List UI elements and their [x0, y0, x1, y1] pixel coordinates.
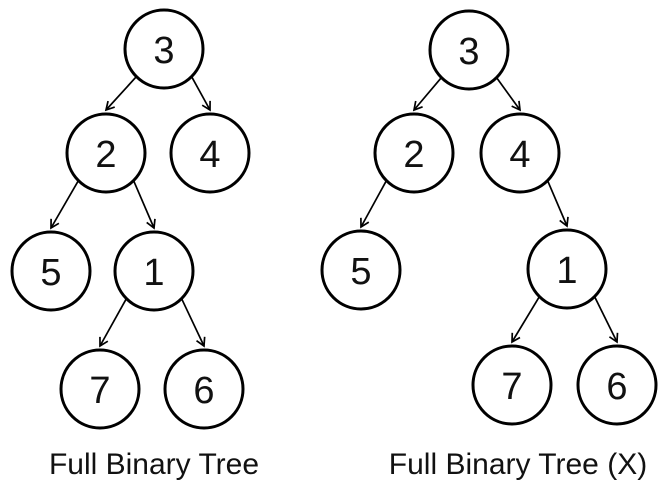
tree-node-value: 7 — [89, 370, 110, 412]
tree-node-circle — [65, 112, 147, 194]
tree-node-value: 6 — [606, 366, 627, 408]
tree-node-circle — [471, 344, 553, 426]
tree-node-circle — [526, 228, 608, 310]
tree-edge-arrow — [180, 298, 206, 348]
tree-edge-arrow — [593, 296, 619, 344]
tree-edge-arrow — [104, 76, 138, 112]
tree-node-circle — [576, 344, 658, 426]
tree-node-value: 6 — [193, 370, 214, 412]
tree-node-circle — [169, 112, 251, 194]
tree-edge-arrow — [546, 180, 569, 228]
tree-node-value: 4 — [199, 134, 220, 176]
tree-edge-arrow — [132, 180, 156, 230]
tree-node-circle — [479, 112, 561, 194]
tree-node-circle — [10, 230, 92, 312]
tree-node-value: 3 — [458, 31, 479, 73]
tree-node-value: 4 — [509, 134, 530, 176]
tree-edge-arrow — [360, 180, 388, 229]
tree-edge-arrow — [50, 180, 80, 230]
tree-node-value: 2 — [403, 134, 424, 176]
tree-edge-arrow — [412, 77, 443, 112]
tree-edge-arrow — [190, 76, 211, 112]
tree-node-value: 3 — [153, 30, 174, 72]
tree-caption: Full Binary Tree (X) — [389, 448, 647, 481]
tree-node-value: 1 — [143, 252, 164, 294]
tree-node-value: 5 — [350, 251, 371, 293]
tree-node-circle — [59, 348, 141, 430]
tree-caption: Full Binary Tree — [49, 448, 259, 481]
tree-node-value: 5 — [40, 252, 61, 294]
tree-edge-arrow — [99, 298, 128, 348]
tree-node-value: 1 — [556, 250, 577, 292]
tree-node-circle — [373, 112, 455, 194]
tree-node-circle — [113, 230, 195, 312]
tree-node-circle — [428, 9, 510, 91]
tree-edge-arrow — [511, 296, 541, 344]
tree-edge-arrow — [495, 77, 522, 112]
tree-node-value: 2 — [95, 134, 116, 176]
tree-node-circle — [163, 348, 245, 430]
tree-node-value: 7 — [501, 366, 522, 408]
tree-node-circle — [123, 8, 205, 90]
tree-node-circle — [320, 229, 402, 311]
